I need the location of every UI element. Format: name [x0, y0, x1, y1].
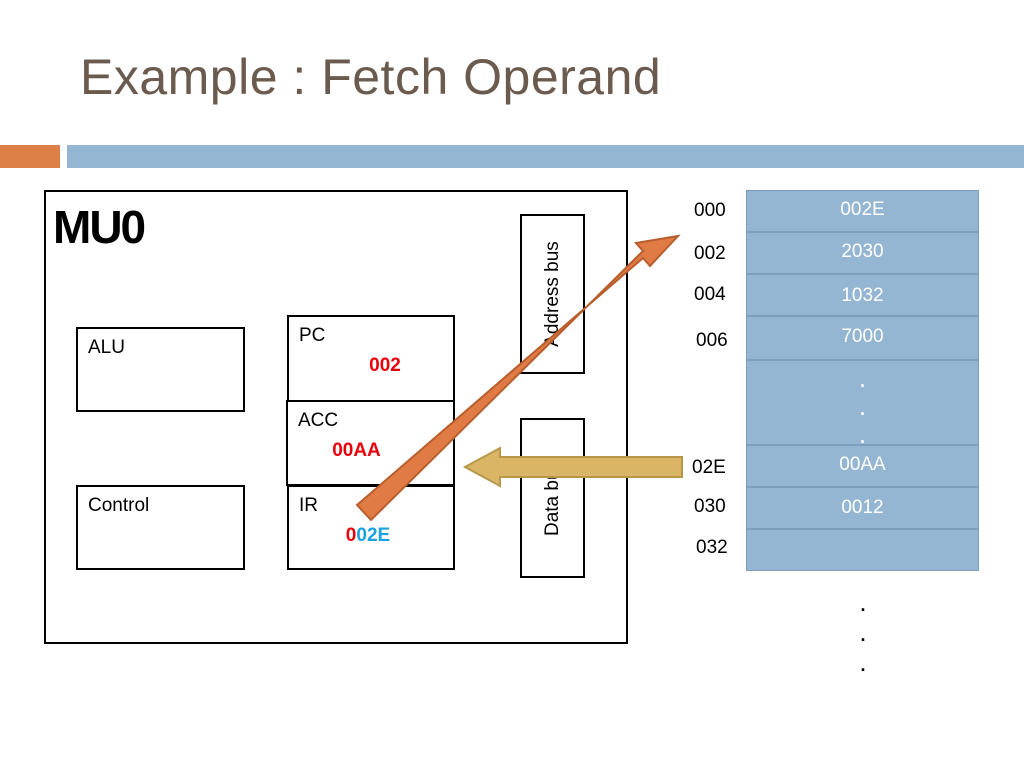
alu-label: ALU [88, 337, 125, 358]
acc-label: ACC [298, 410, 339, 431]
memory-value: 0012 [841, 497, 884, 518]
memory-value: 00AA [839, 454, 886, 475]
ir-value-operand: 02E [356, 525, 391, 546]
address-arrow [355, 234, 681, 522]
data-bus: Data bus [520, 418, 585, 578]
control-label: Control [88, 495, 150, 516]
memory-continuation: . . . [860, 595, 866, 675]
data-arrow [462, 446, 683, 488]
memory-cell-gap: . . . [746, 360, 979, 447]
memory-address: 000 [694, 200, 726, 221]
memory-address: 002 [694, 243, 726, 264]
memory-cell [746, 529, 979, 571]
memory-cell: 7000 [746, 316, 979, 360]
memory-address: 004 [694, 284, 726, 305]
pc-label: PC [299, 325, 326, 346]
ir-value: 002E [286, 525, 450, 547]
memory-cell: 0012 [746, 487, 979, 529]
memory-value: 002E [840, 199, 885, 220]
alu-box: ALU [76, 327, 245, 412]
memory-address: 030 [694, 496, 726, 517]
memory-address: 02E [692, 457, 726, 478]
cpu-frame [44, 190, 628, 644]
memory-value: 2030 [841, 241, 884, 262]
memory-ellipsis: . . . [859, 371, 865, 447]
memory-address: 032 [696, 537, 728, 558]
memory-value: 1032 [841, 285, 884, 306]
pc-value: 002 [369, 355, 401, 376]
slide-title: Example : Fetch Operand [80, 49, 662, 105]
ir-value-opcode: 0 [345, 525, 357, 546]
memory-cell: 2030 [746, 232, 979, 274]
pc-register: PC 002 [287, 315, 455, 402]
address-bus: Address bus [520, 214, 585, 374]
title-accent-bar-blue [67, 145, 1024, 168]
cpu-label: MU0 [53, 201, 146, 253]
memory-value: 7000 [841, 326, 884, 347]
memory-address: 006 [696, 330, 728, 351]
title-accent-bar-orange [0, 145, 60, 168]
acc-register: ACC 00AA [286, 400, 455, 486]
memory-cell: 00AA [746, 445, 979, 487]
memory-cell: 002E [746, 190, 979, 232]
ir-label: IR [299, 495, 318, 516]
memory-cell: 1032 [746, 274, 979, 316]
acc-value: 00AA [332, 440, 381, 461]
ir-register: IR 002E [287, 485, 455, 570]
control-box: Control [76, 485, 245, 570]
